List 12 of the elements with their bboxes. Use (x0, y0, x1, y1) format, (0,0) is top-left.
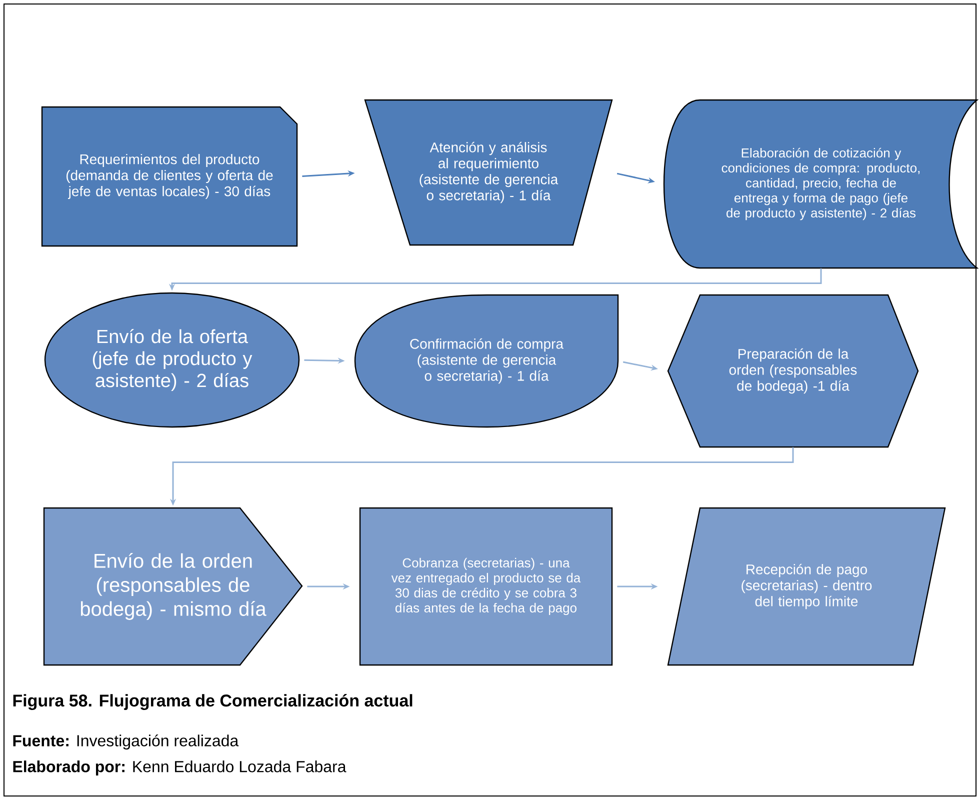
source-note: Elaborado por: Kenn Eduardo Lozada Fabara (13, 760, 346, 776)
snipped-process-box: Requerimientos del producto (demanda de clientes y oferta de jefe de ventas locales) - 30 días (41, 106, 298, 247)
pentagon-arrow-box: Envío de la orden (responsables de bodega) - mismo día (43, 507, 303, 666)
delay-shape: Confirmación de compra (asistente de gerencia o secretaria) - 1 día (354, 294, 619, 428)
parallelogram-box: Recepción de pago (secretarias) - dentro del tiempo límite (667, 507, 946, 666)
ellipse-node: Envío de la oferta (jefe de producto y asistente) - 2 días (44, 292, 300, 428)
stored-data-shape: Elaboración de cotización y condiciones de compra: producto, cantidad, precio, fecha de entrega y forma de pago (jefe de producto y asistente) - 2 días (663, 99, 978, 269)
source-note: Fuente: Investigación realizada (13, 734, 239, 750)
figure-caption: Figura 58. Flujograma de Comercialización actual (13, 694, 412, 710)
hexagon-node: Preparación de la orden (responsables de bodega) -1 día (667, 294, 919, 448)
trapezoid-box: Atención y análisis al requerimiento (asistente de gerencia o secretaria) - 1 día (364, 99, 613, 246)
process-box: Cobranza (secretarias) - una vez entregado el producto se da 30 dias de crédito y se cobra 3 días antes de la fecha de pago (359, 507, 613, 666)
